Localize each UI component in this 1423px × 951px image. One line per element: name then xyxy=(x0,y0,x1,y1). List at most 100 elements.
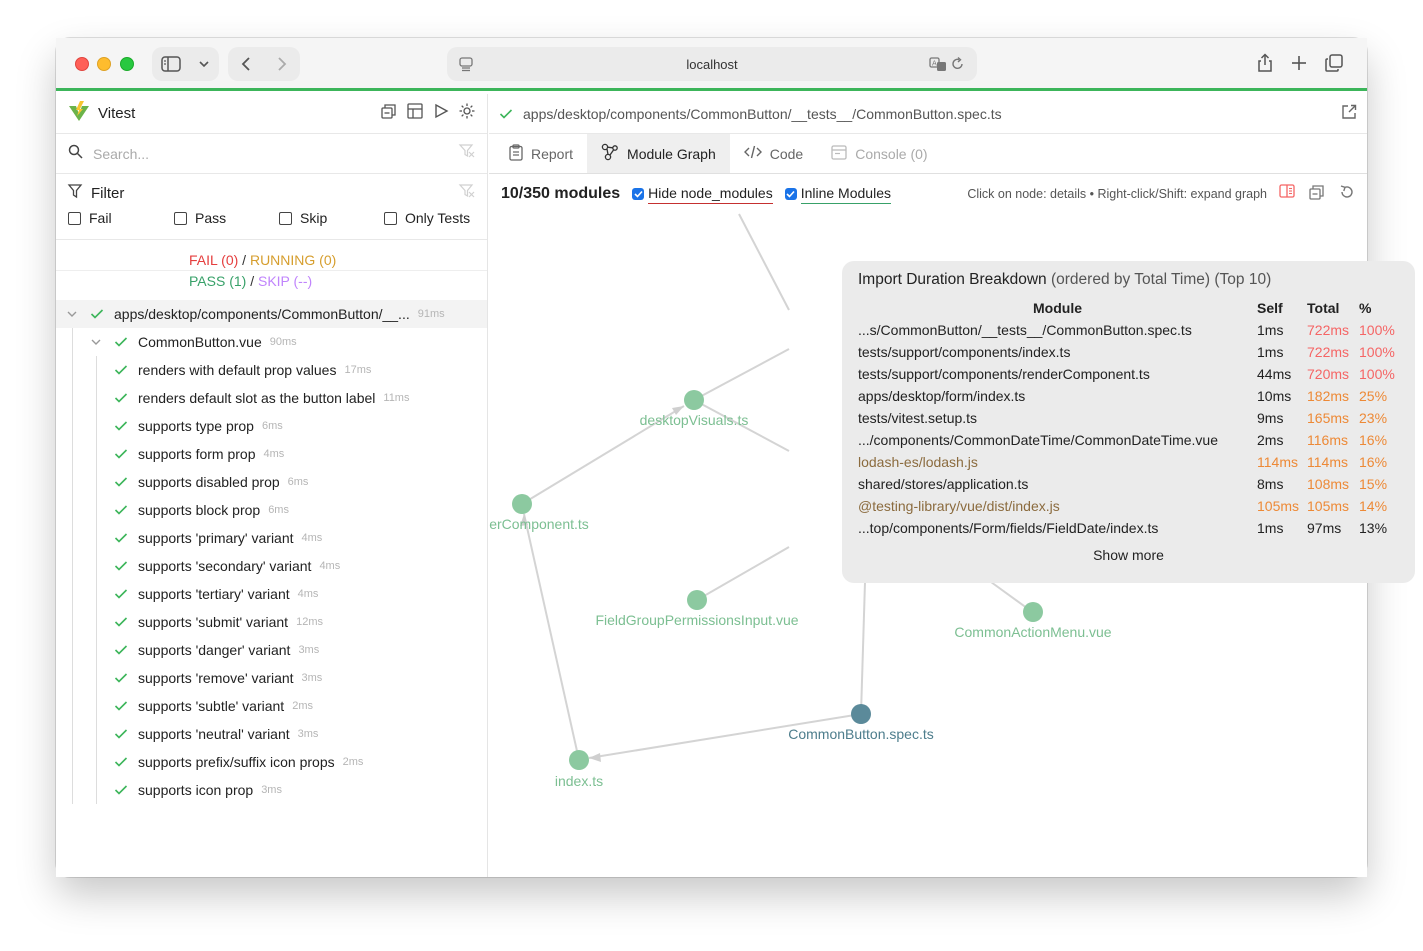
graph-node-label[interactable]: desktopVisuals.ts xyxy=(640,412,749,428)
breakdown-module: @testing-library/vue/dist/index.js xyxy=(858,498,1060,514)
share-icon[interactable] xyxy=(1256,53,1274,78)
graph-node-label[interactable]: CommonActionMenu.vue xyxy=(954,624,1111,640)
chevron-down-icon[interactable] xyxy=(198,60,210,68)
reload-icon[interactable] xyxy=(951,56,965,75)
dashboard-icon[interactable] xyxy=(407,103,423,124)
open-in-editor-icon[interactable] xyxy=(1341,104,1357,123)
zoom-window-button[interactable] xyxy=(120,57,134,71)
graph-node-desktopVisuals[interactable] xyxy=(684,390,704,410)
graph-node-index[interactable] xyxy=(569,750,589,770)
tab-module-graph[interactable]: Module Graph xyxy=(587,134,730,173)
skip-checkbox[interactable] xyxy=(279,211,292,225)
test-name: supports icon prop xyxy=(138,782,254,798)
theme-toggle-icon[interactable] xyxy=(459,103,475,124)
search-icon xyxy=(68,144,83,164)
breakdown-row[interactable]: tests/support/components/renderComponent… xyxy=(858,363,1399,385)
filter-fail[interactable]: Fail xyxy=(68,210,174,226)
suite-row[interactable]: CommonButton.vue 90ms xyxy=(56,328,487,356)
test-duration: 4ms xyxy=(301,532,323,544)
minimize-window-button[interactable] xyxy=(97,57,111,71)
fail-checkbox[interactable] xyxy=(68,211,81,225)
graph-node-label[interactable]: index.ts xyxy=(555,773,603,789)
run-all-icon[interactable] xyxy=(433,103,449,124)
graph-icon xyxy=(601,143,619,164)
sidebar-toggle-icon[interactable] xyxy=(161,56,181,72)
breakdown-self: 1ms xyxy=(1257,520,1284,536)
search-input[interactable] xyxy=(93,145,459,162)
chevron-down-icon[interactable] xyxy=(90,338,106,346)
forward-arrow-icon[interactable] xyxy=(277,56,287,72)
breakdown-self: 1ms xyxy=(1257,344,1284,360)
filter-only-tests[interactable]: Only Tests xyxy=(384,210,470,226)
collapse-all-icon[interactable] xyxy=(381,103,397,124)
hide-node-modules-checkbox[interactable] xyxy=(632,188,645,200)
graph-node-spec[interactable] xyxy=(851,704,871,724)
translate-icon[interactable]: A xyxy=(929,56,947,75)
test-row[interactable]: renders default slot as the button label… xyxy=(56,384,487,412)
check-icon xyxy=(114,672,128,684)
tab-overview-icon[interactable] xyxy=(1324,53,1344,78)
graph-node-fieldGroup[interactable] xyxy=(687,590,707,610)
inline-modules-toggle[interactable]: Inline Modules xyxy=(784,185,891,204)
hide-node-modules-toggle[interactable]: Hide node_modules xyxy=(632,185,773,204)
graph-node-label[interactable]: erComponent.ts xyxy=(489,516,589,532)
test-file-row[interactable]: apps/desktop/components/CommonButton/__.… xyxy=(56,300,487,328)
check-icon xyxy=(499,108,513,120)
inline-modules-checkbox[interactable] xyxy=(784,188,797,200)
clear-filter-icon[interactable] xyxy=(458,184,475,202)
tab-code[interactable]: Code xyxy=(730,134,817,173)
new-tab-icon[interactable] xyxy=(1290,53,1308,78)
breakdown-row[interactable]: ...s/CommonButton/__tests__/CommonButton… xyxy=(858,319,1399,341)
pass-checkbox[interactable] xyxy=(174,211,187,225)
tab-console[interactable]: Console (0) xyxy=(817,134,941,173)
back-arrow-icon[interactable] xyxy=(241,56,251,72)
clear-search-icon[interactable] xyxy=(458,144,475,163)
test-duration: 4ms xyxy=(297,588,319,600)
reset-graph-icon[interactable] xyxy=(1339,184,1355,205)
edge-arrow xyxy=(589,753,601,762)
test-name: supports 'neutral' variant xyxy=(138,726,290,742)
test-duration: 6ms xyxy=(261,420,283,432)
page-settings-icon[interactable] xyxy=(459,56,473,75)
graph-node-label[interactable]: FieldGroupPermissionsInput.vue xyxy=(595,612,798,628)
show-more-button[interactable]: Show more xyxy=(1093,547,1164,563)
graph-node-label[interactable]: CommonButton.spec.ts xyxy=(788,726,934,742)
collapse-graph-icon[interactable] xyxy=(1309,184,1325,205)
graph-node-actionMenu[interactable] xyxy=(1023,602,1043,622)
filter-skip[interactable]: Skip xyxy=(279,210,384,226)
breakdown-row[interactable]: ...top/components/Form/fields/FieldDate/… xyxy=(858,517,1399,539)
only-tests-checkbox[interactable] xyxy=(384,211,397,225)
graph-node-renderComponent[interactable] xyxy=(512,494,532,514)
address-bar[interactable]: localhost A xyxy=(447,47,977,81)
breakdown-subtitle: (ordered by Total Time) (Top 10) xyxy=(1050,271,1272,288)
breakdown-row[interactable]: .../components/CommonDateTime/CommonDate… xyxy=(858,429,1399,451)
filter-pass[interactable]: Pass xyxy=(174,210,279,226)
tab-report[interactable]: Report xyxy=(495,134,587,173)
chevron-down-icon[interactable] xyxy=(66,310,82,318)
close-window-button[interactable] xyxy=(75,57,89,71)
module-graph-svg[interactable]: desktopVisuals.ts erComponent.tsFieldGrou… xyxy=(489,213,1367,877)
breakdown-panel-icon[interactable] xyxy=(1279,183,1295,205)
